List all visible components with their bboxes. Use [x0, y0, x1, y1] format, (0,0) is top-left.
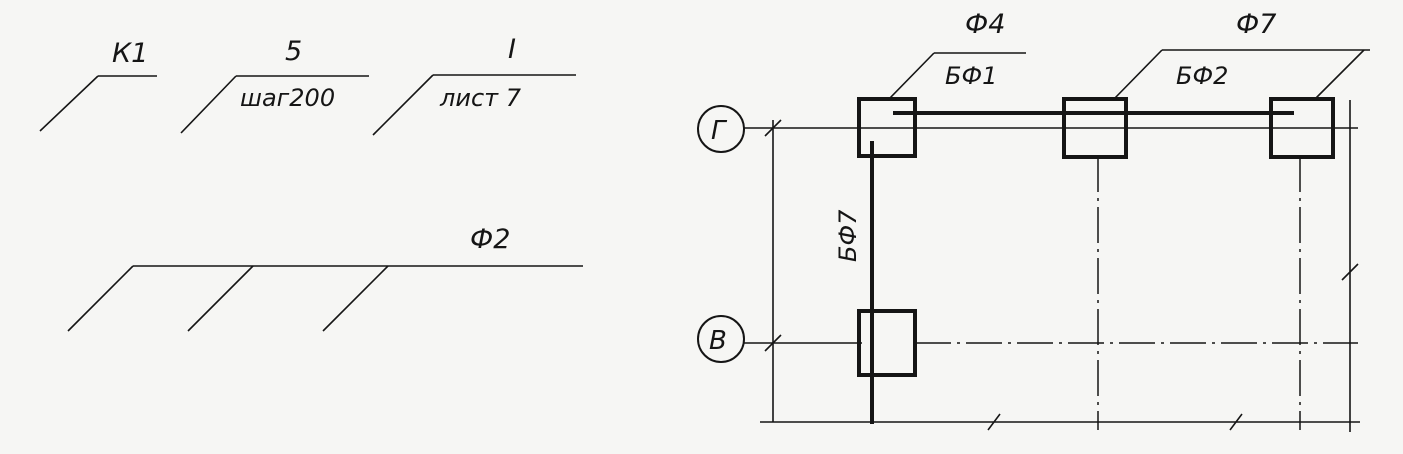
leader-f2-slant-3 [322, 265, 389, 332]
axis-label-v: В [709, 326, 727, 356]
leader-k1: К1 [39, 38, 157, 132]
callout-f4-bottom-label: БФ1 [945, 62, 997, 90]
leader-k1-label: К1 [112, 38, 148, 69]
leader-f2-label: Ф2 [470, 224, 510, 255]
leader-step-top-label: 5 [285, 36, 302, 67]
leader-f2-multi: Ф2 [67, 224, 583, 332]
leader-sheet-top-label: I [508, 34, 516, 65]
footing-mid [1062, 97, 1128, 159]
axis-label-g: Г [711, 116, 728, 146]
callout-f4-top-label: Ф4 [965, 9, 1005, 40]
callout-f7-top-label: Ф7 [1236, 9, 1276, 40]
footing-bottom [857, 309, 917, 377]
leader-sheet: I лист 7 [372, 34, 576, 136]
leader-f2-slant-2 [187, 265, 254, 332]
leader-step-bottom-label: шаг200 [240, 84, 335, 112]
leader-step-slant [180, 75, 237, 134]
leader-sheet-bottom-label: лист 7 [439, 84, 522, 112]
callout-f7-slant-2 [1313, 49, 1365, 101]
dim-tick-bottom-1 [987, 413, 1001, 431]
dim-tick-v [764, 334, 782, 352]
dim-tick-g [764, 119, 782, 137]
callout-f7-bottom-label: БФ2 [1176, 62, 1228, 90]
axis-bubble-g [697, 105, 745, 153]
axis-bubble-v [697, 315, 745, 363]
footing-f4 [857, 97, 917, 158]
leader-f2-slant-1 [67, 265, 134, 332]
leader-k1-slant [39, 75, 99, 132]
callout-f4-slant [887, 52, 935, 101]
callout-f7-slant-1 [1112, 49, 1163, 101]
foundation-plan: Г В Ф4 БФ1 Ф7 [697, 9, 1370, 432]
callout-bf7-label: БФ7 [834, 209, 862, 262]
dim-tick-right [1341, 263, 1359, 281]
leader-sheet-slant [372, 74, 434, 136]
leader-step: 5 шаг200 [180, 36, 369, 134]
dim-tick-bottom-2 [1229, 413, 1243, 431]
footing-right [1269, 97, 1335, 159]
